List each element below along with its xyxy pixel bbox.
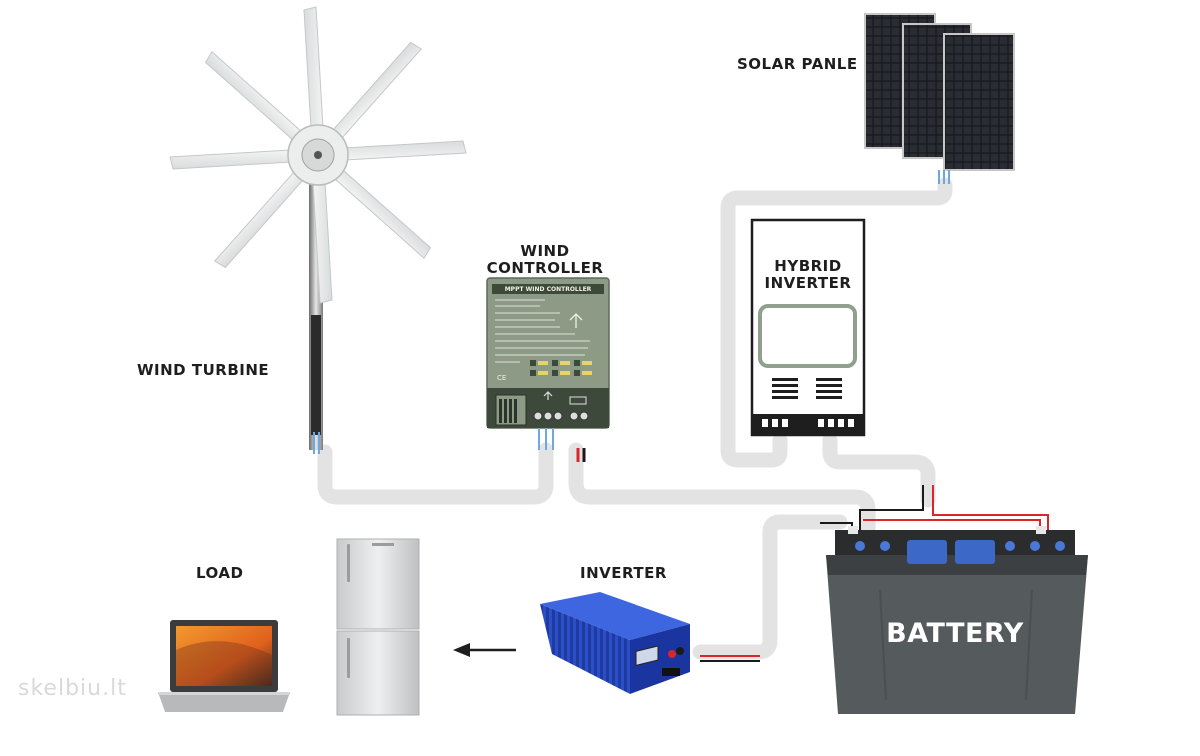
cable-turbine-to-controller	[317, 442, 554, 505]
label-wind-controller-line1: WIND	[520, 242, 570, 260]
cable-battery-to-inverter	[692, 514, 848, 660]
svg-text:CE: CE	[497, 374, 506, 382]
label-solar-panel: SOLAR PANLE	[737, 55, 858, 73]
hybrid-inverter-icon	[750, 218, 866, 437]
label-hybrid-inverter-line1: HYBRID	[774, 257, 842, 275]
laptop-icon	[158, 620, 290, 712]
label-hybrid-inverter: HYBRID INVERTER	[752, 258, 864, 292]
label-load: LOAD	[196, 564, 244, 582]
battery-wires	[576, 448, 1049, 662]
label-inverter: INVERTER	[580, 564, 667, 582]
cable-hybrid-to-battery	[822, 432, 936, 508]
label-wind-controller: WIND CONTROLLER	[480, 243, 610, 277]
power-inverter-icon	[540, 592, 690, 694]
label-wind-turbine: WIND TURBINE	[137, 361, 270, 379]
label-wind-controller-line2: CONTROLLER	[486, 259, 604, 277]
cable-solar-to-hybrid	[720, 177, 953, 468]
label-hybrid-inverter-line2: INVERTER	[764, 274, 852, 292]
blade	[169, 148, 309, 170]
blade	[327, 140, 467, 162]
cable-controller-to-battery	[568, 442, 876, 536]
controller-panel-title: MPPT WIND CONTROLLER	[504, 286, 592, 293]
wind-turbine-icon	[169, 6, 467, 454]
arrow-left-icon	[453, 643, 516, 657]
wind-controller-icon: CE	[486, 277, 610, 450]
cables	[317, 177, 953, 660]
watermark-text: skelbiu.lt	[18, 676, 127, 701]
solar-panel-icon	[864, 13, 1015, 184]
blade	[303, 6, 325, 146]
battery-icon	[826, 526, 1088, 714]
fridge-icon	[336, 538, 420, 716]
label-battery: BATTERY	[886, 618, 1024, 649]
